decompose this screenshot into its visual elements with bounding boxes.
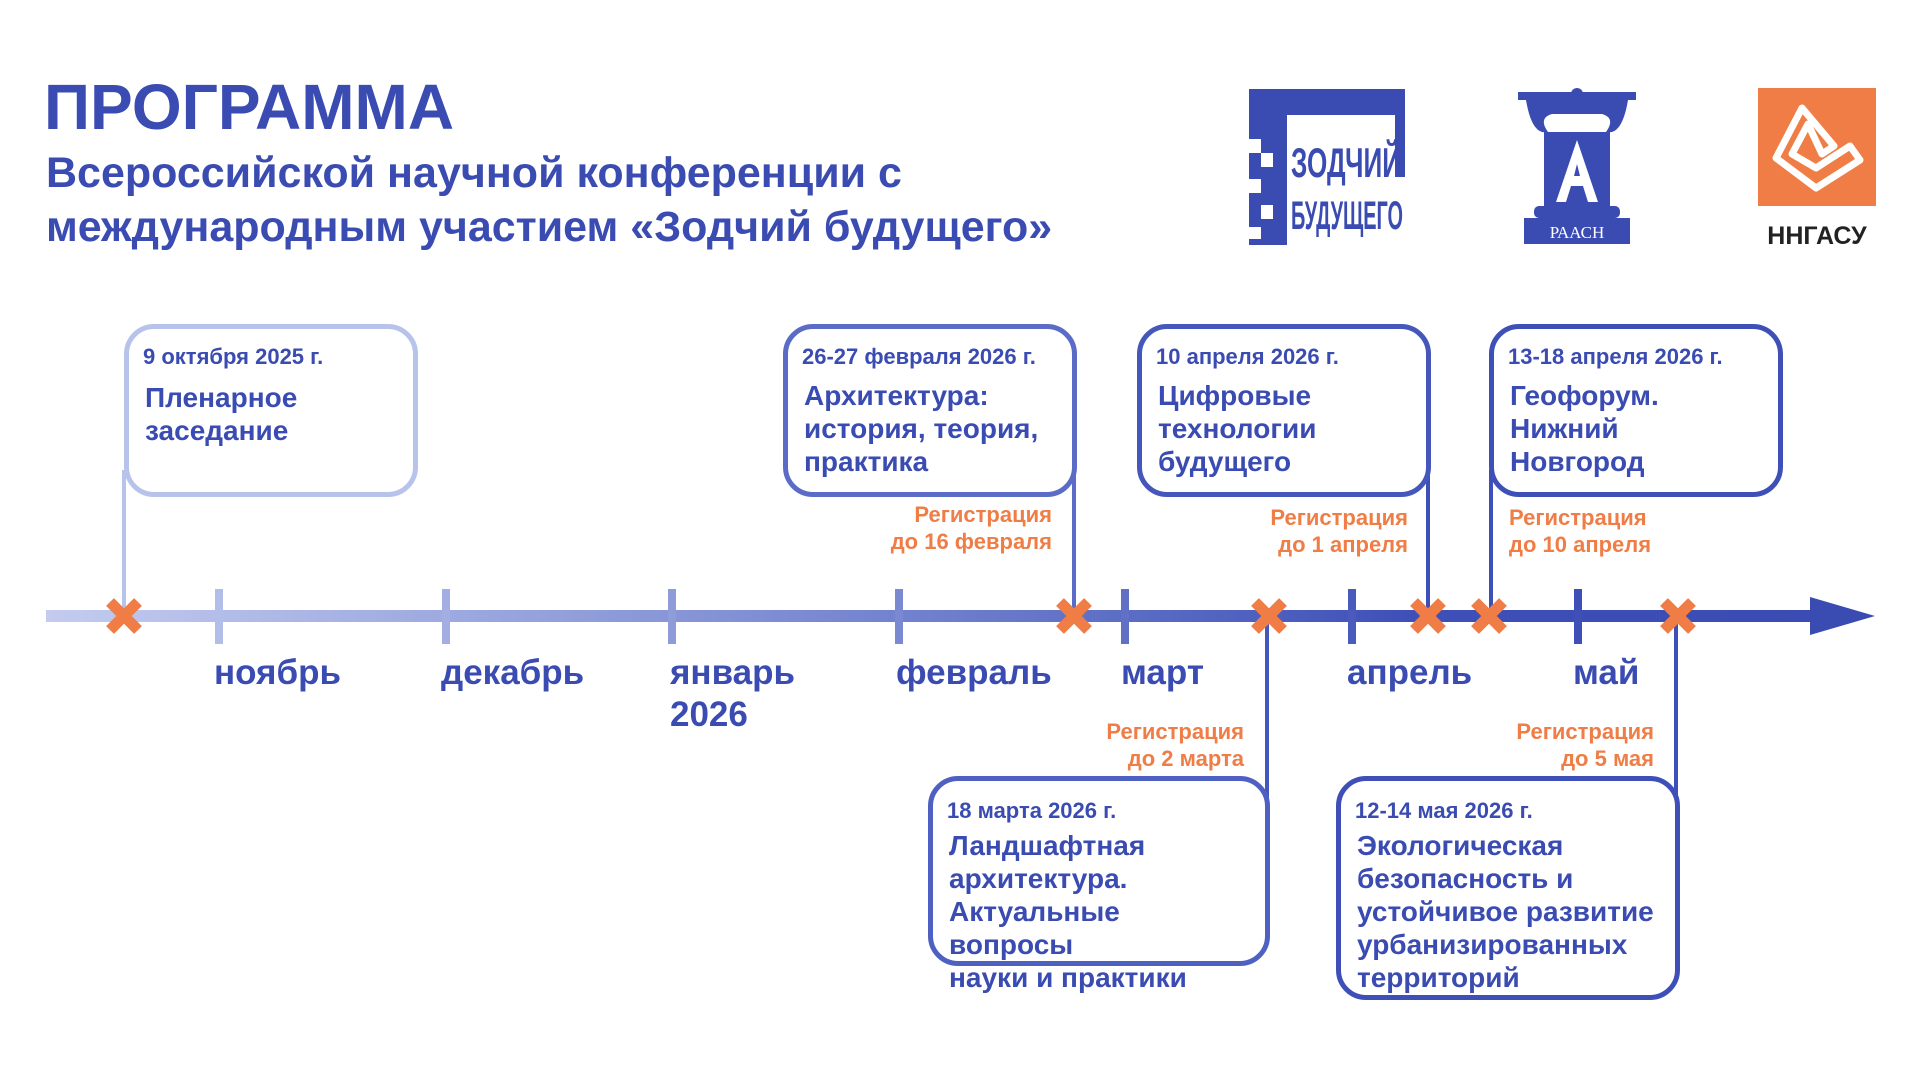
month-tick xyxy=(1574,589,1582,644)
month-tick xyxy=(895,589,903,644)
event-marker-cross-icon xyxy=(1251,598,1287,634)
month-label-april: апрель xyxy=(1347,653,1473,692)
month-tick xyxy=(668,589,676,644)
month-label-february: февраль xyxy=(896,653,1052,692)
month-label-march: март xyxy=(1121,653,1204,692)
month-label-december: декабрь xyxy=(441,653,585,692)
zodchiy-logo-line2: БУДУЩЕГО xyxy=(1291,194,1403,238)
month-label-may: май xyxy=(1573,653,1640,692)
month-tick xyxy=(1348,589,1356,644)
event-date: 13-18 апреля 2026 г. xyxy=(1508,344,1723,369)
page-title: ПРОГРАММА xyxy=(44,71,455,143)
event-date: 26-27 февраля 2026 г. xyxy=(802,344,1036,369)
timeline-bar xyxy=(46,610,1816,622)
zodchiy-logo: ЗОДЧИЙ БУДУЩЕГО xyxy=(1249,89,1405,245)
raasn-logo-text: РААСН xyxy=(1550,223,1605,242)
event-card-architecture: 26-27 февраля 2026 г. Архитектура:истори… xyxy=(783,324,1077,497)
nngasu-logo-text: ННГАСУ xyxy=(1767,222,1867,248)
event-date: 18 марта 2026 г. xyxy=(947,798,1117,823)
raasn-logo: РААСН xyxy=(1518,88,1636,244)
month-label-january-year: 2026 xyxy=(670,695,748,734)
event-date: 10 апреля 2026 г. xyxy=(1156,344,1339,369)
month-label-january: январь xyxy=(670,653,795,692)
page-subtitle: Всероссийской научной конференции с межд… xyxy=(46,146,1052,254)
month-tick xyxy=(442,589,450,644)
subtitle-line-1: Всероссийской научной конференции с xyxy=(46,149,902,197)
event-marker-cross-icon xyxy=(1056,598,1092,634)
event-date: 12-14 мая 2026 г. xyxy=(1355,798,1533,823)
month-tick xyxy=(215,589,223,644)
event-title: Архитектура:история, теория,практика xyxy=(804,380,1039,477)
event-marker-cross-icon xyxy=(106,598,142,634)
event-date: 9 октября 2025 г. xyxy=(143,344,324,369)
connector-lines xyxy=(122,470,1678,810)
event-marker-cross-icon xyxy=(1660,598,1696,634)
timeline-arrowhead xyxy=(1810,597,1875,635)
nngasu-logo: ННГАСУ xyxy=(1758,88,1876,250)
month-tick xyxy=(1121,589,1129,644)
event-marker-cross-icon xyxy=(1471,598,1507,634)
month-label-november: ноябрь xyxy=(214,653,341,692)
subtitle-line-2: международным участием «Зодчий будущего» xyxy=(46,203,1053,251)
zodchiy-logo-line1: ЗОДЧИЙ xyxy=(1291,138,1401,186)
event-marker-cross-icon xyxy=(1410,598,1446,634)
